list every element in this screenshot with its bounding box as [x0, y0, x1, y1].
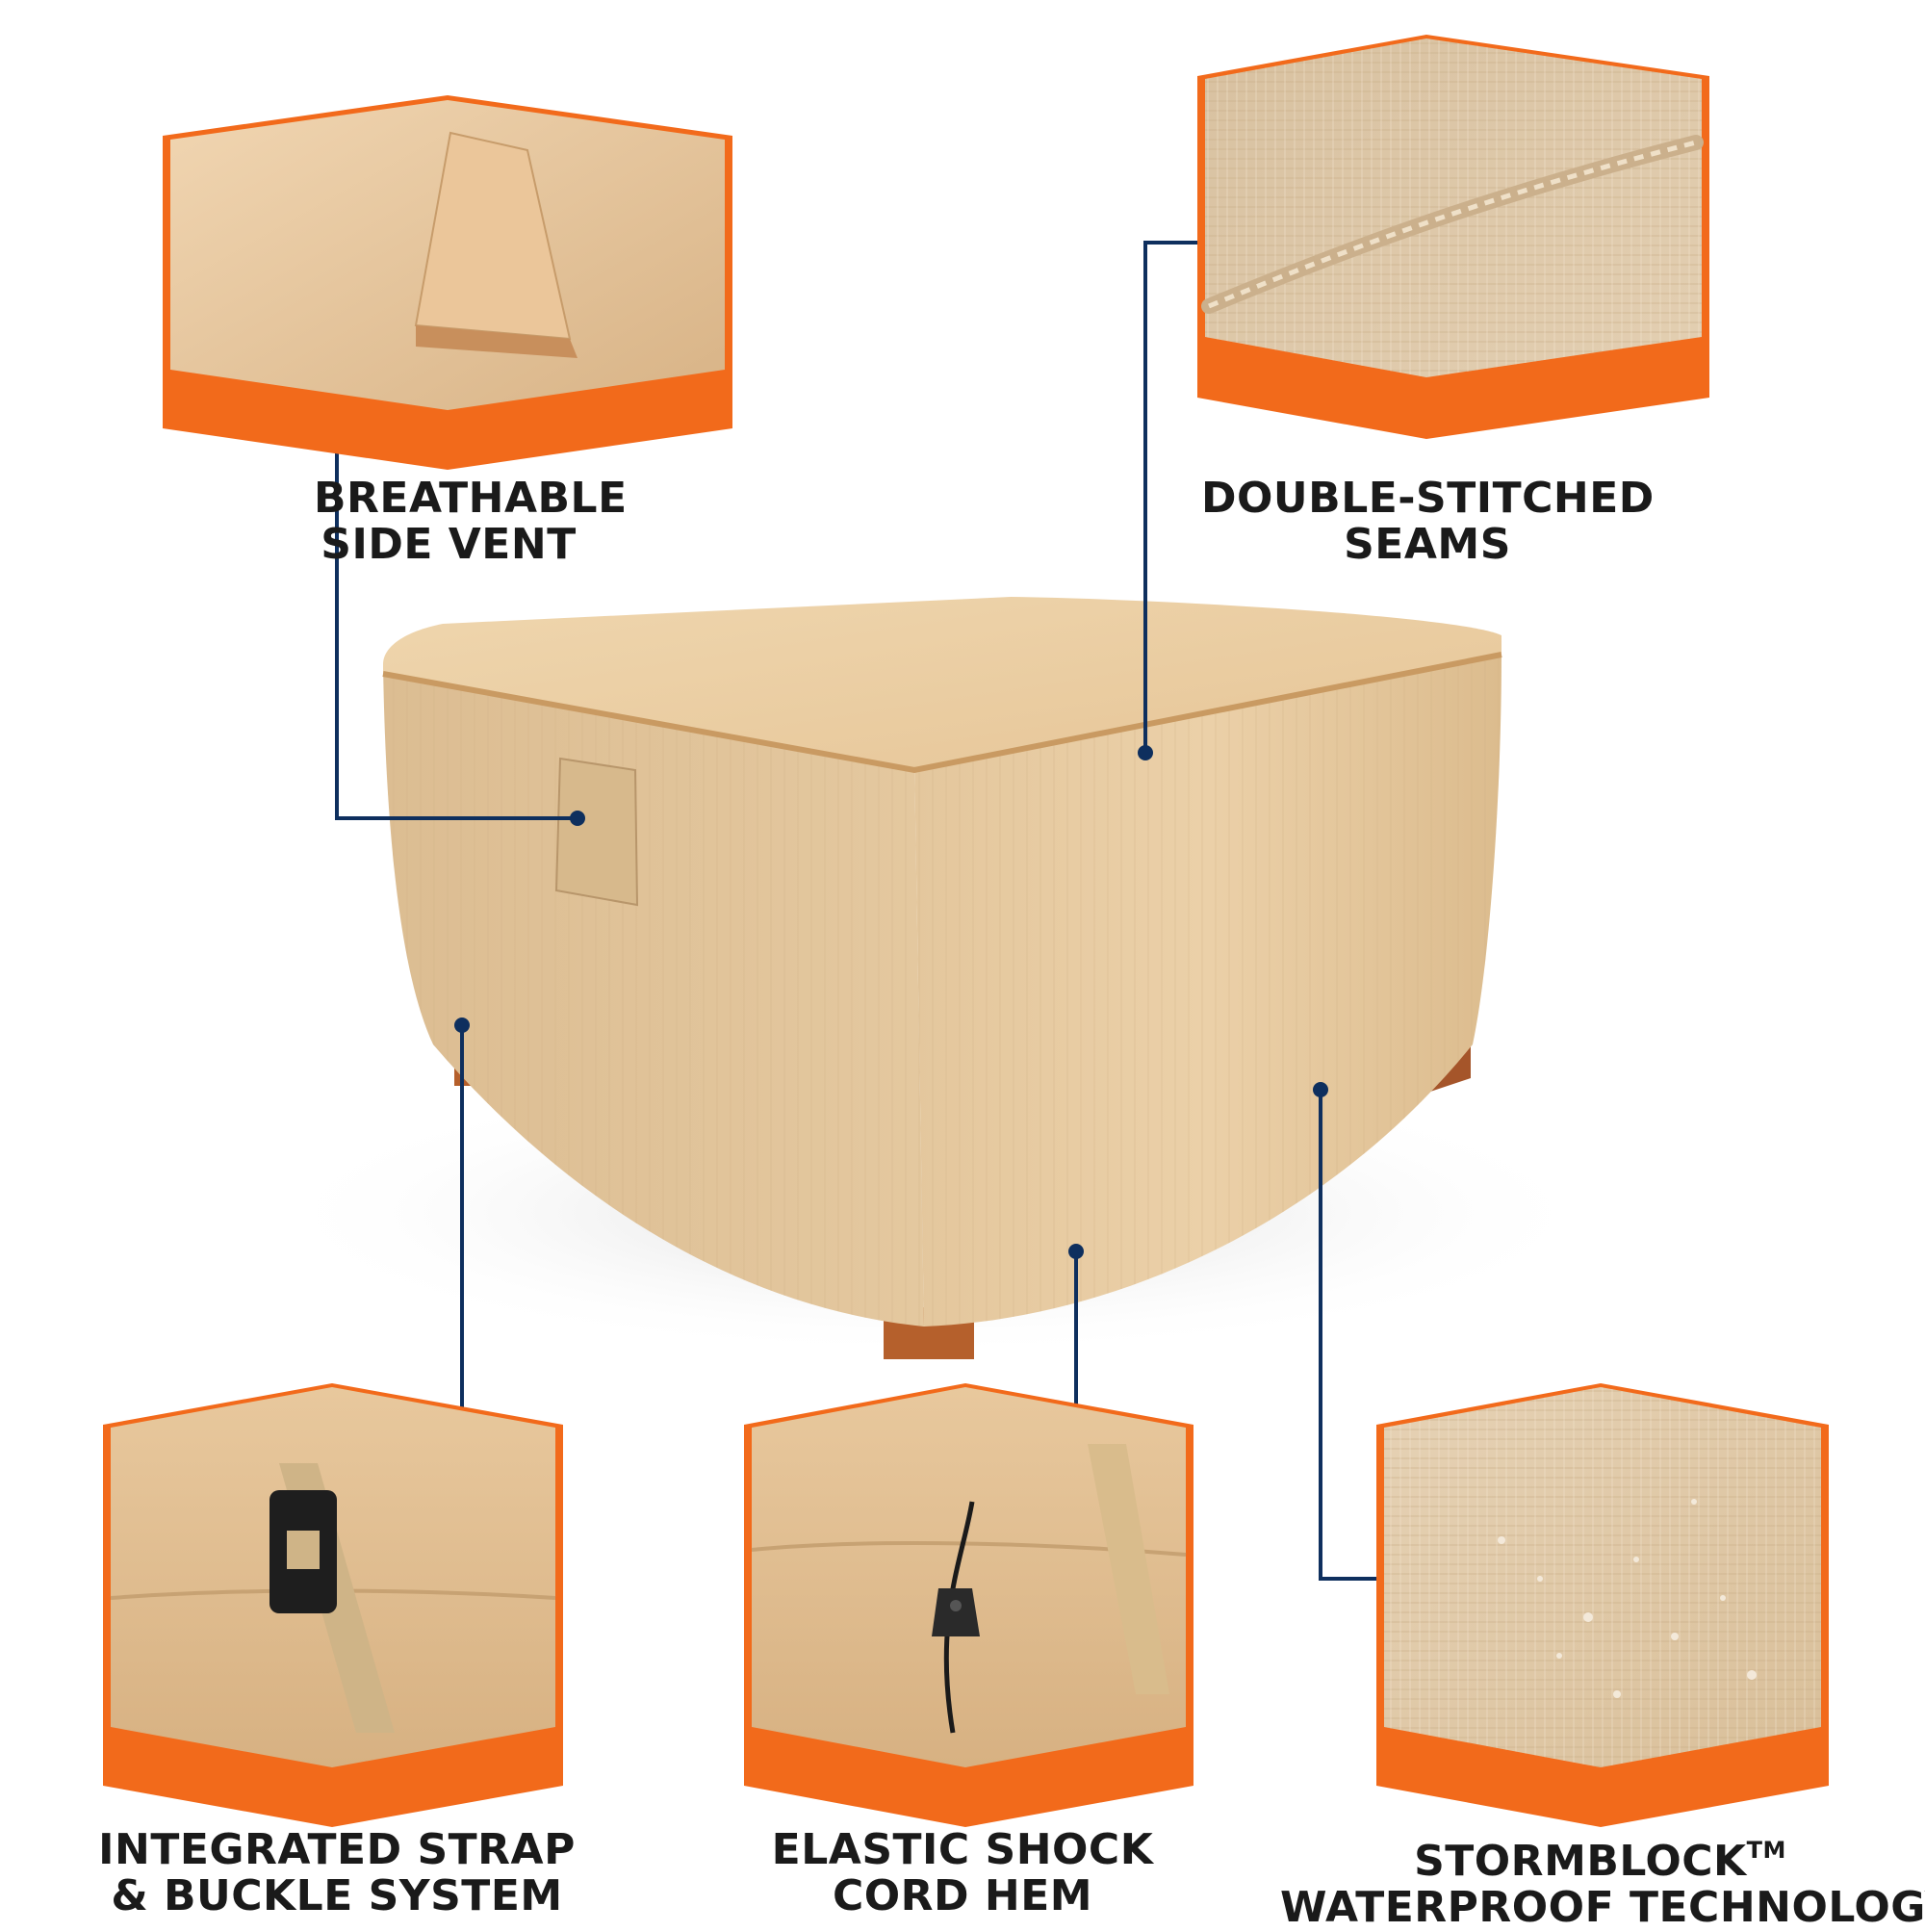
stormblock-word: STORMBLOCK — [1414, 1837, 1747, 1886]
connector-seams — [1143, 241, 1201, 753]
hex-vent — [163, 95, 732, 470]
hex-seams — [1197, 35, 1709, 439]
hex-storm — [1376, 1383, 1829, 1827]
callout-label-storm: STORMBLOCKTM WATERPROOF TECHNOLOGY — [1280, 1837, 1925, 1932]
connector-dots — [454, 745, 1328, 1259]
callout-label-strap: INTEGRATED STRAP & BUCKLE SYSTEM — [98, 1825, 576, 1920]
dot-vent — [570, 811, 585, 826]
water-droplets-icon — [1498, 1499, 1757, 1698]
cord-lock-icon — [932, 1588, 980, 1636]
dot-storm — [1313, 1082, 1328, 1097]
callout-label-vent: BREATHABLE SIDE VENT — [314, 474, 628, 569]
dot-seams — [1138, 745, 1153, 760]
covered-ottoman — [382, 597, 1502, 1359]
dot-strap — [454, 1018, 470, 1033]
cover-top — [383, 597, 1502, 770]
callout-label-hem: ELASTIC SHOCK CORD HEM — [771, 1825, 1154, 1920]
callout-label-seams: DOUBLE-STITCHED SEAMS — [1201, 474, 1655, 569]
dot-hem — [1068, 1244, 1084, 1259]
hex-strap — [103, 1383, 563, 1827]
hex-hem-photo — [752, 1387, 1186, 1767]
cover-vent-flap — [554, 757, 639, 907]
side-strap — [1088, 1444, 1169, 1694]
hex-hem — [744, 1383, 1194, 1827]
connector-storm — [1319, 1090, 1376, 1581]
connector-vent — [335, 390, 578, 820]
cover-top-welt — [382, 652, 1502, 774]
trademark-mark: TM — [1746, 1837, 1786, 1864]
